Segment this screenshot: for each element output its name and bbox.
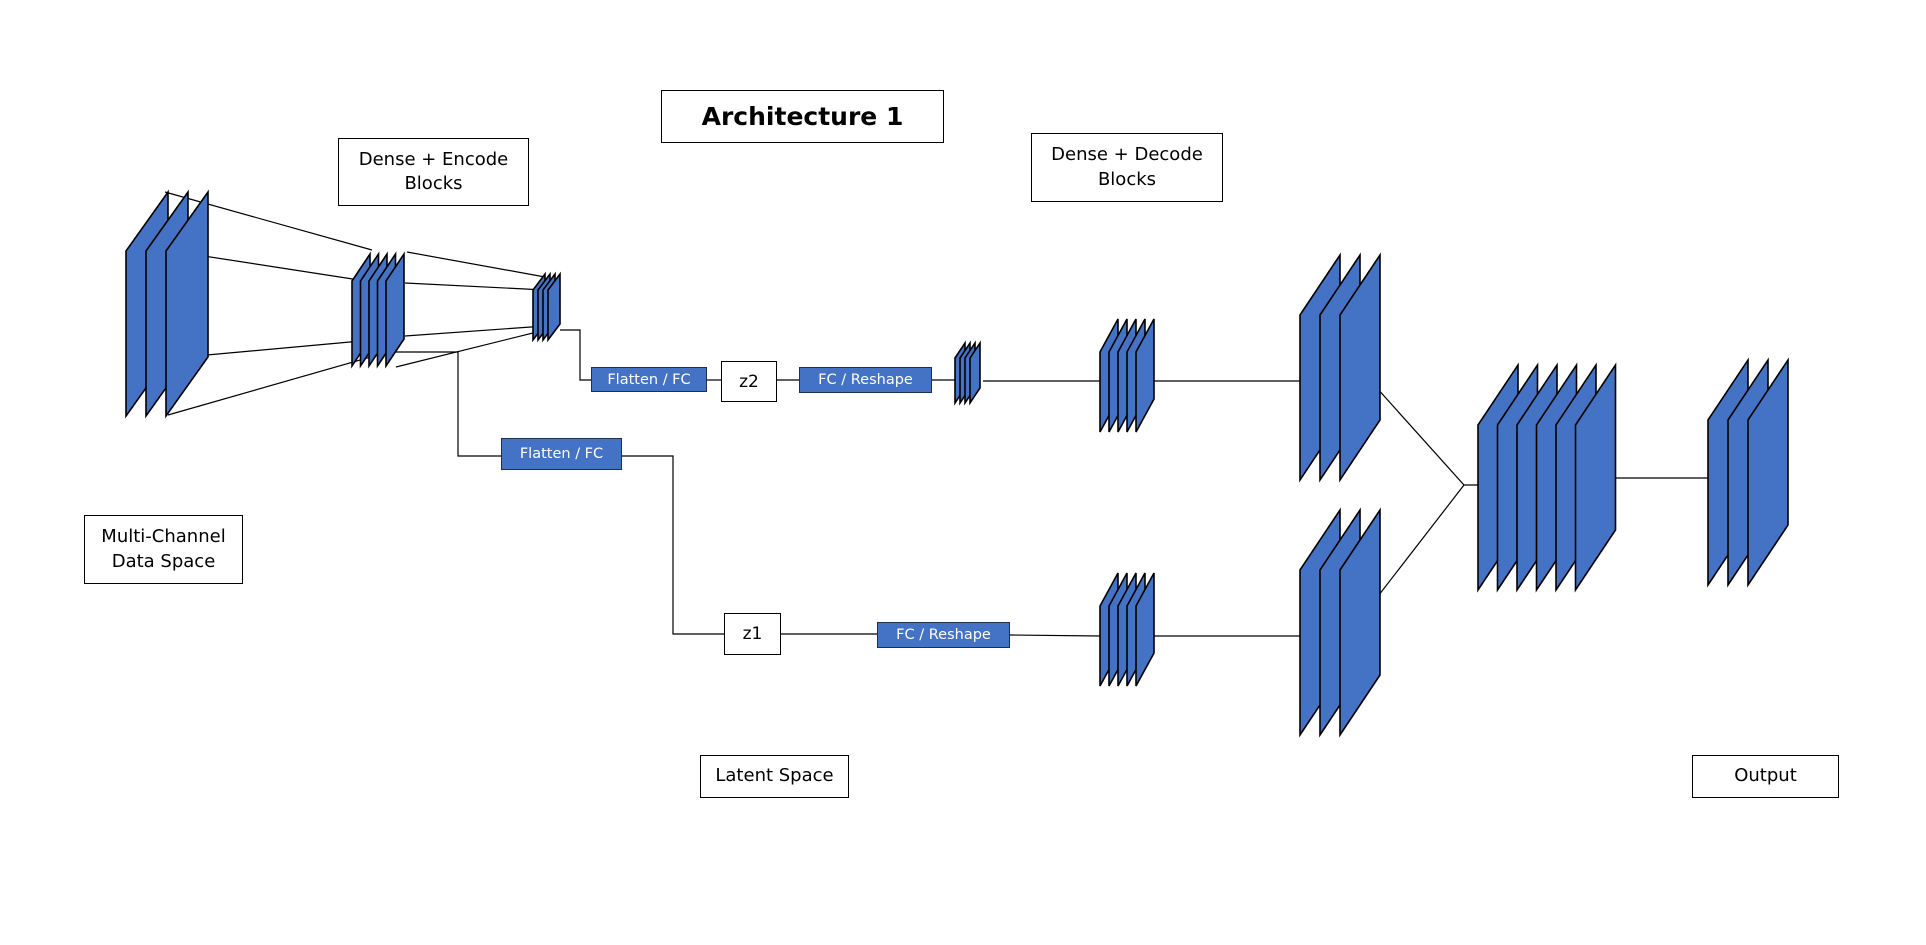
decode-blocks-label: Dense + Decode Blocks — [1031, 133, 1223, 202]
layer-stacks — [125, 189, 1789, 738]
funnel-line — [164, 191, 373, 251]
upsample-stack-bottom-layer — [1339, 507, 1381, 738]
funnel-line — [406, 251, 546, 278]
decoder-stack-bottom — [1099, 572, 1155, 687]
latent-space-label: Latent Space — [700, 755, 849, 798]
funnel-line — [404, 325, 546, 337]
latent-z2: z2 — [721, 361, 777, 402]
connector-line — [1009, 634, 1101, 637]
flatten-fc-top: Flatten / FC — [591, 367, 707, 392]
output-stack — [1707, 357, 1789, 588]
encoder-stack-2-layer — [547, 271, 561, 343]
output-stack-layer — [1747, 357, 1789, 588]
connection-lines — [164, 191, 1708, 637]
encoder-stack-1-layer — [385, 251, 405, 369]
funnel-line — [395, 329, 546, 368]
input-data-space-label: Multi-Channel Data Space — [84, 515, 243, 584]
funnel-line — [404, 282, 546, 291]
encode-blocks-label: Dense + Encode Blocks — [338, 138, 529, 206]
input-stack — [125, 189, 209, 419]
fc-reshape-bottom: FC / Reshape — [877, 622, 1010, 648]
upsample-stack-top-layer — [1339, 252, 1381, 483]
connector-line — [622, 455, 724, 635]
output-label: Output — [1692, 755, 1839, 798]
decoder-stack-top — [1099, 318, 1155, 433]
fc-reshape-top: FC / Reshape — [799, 367, 932, 393]
diagram-title: Architecture 1 — [661, 90, 944, 143]
upsample-stack-bottom — [1299, 507, 1381, 738]
upsample-stack-top — [1299, 252, 1381, 483]
flatten-fc-bottom: Flatten / FC — [501, 438, 622, 470]
encoder-stack-1 — [351, 251, 405, 369]
encoder-stack-2 — [532, 271, 561, 343]
input-stack-layer — [165, 189, 209, 419]
connector-line — [396, 351, 501, 457]
merge-stack — [1477, 362, 1617, 593]
decoder-entry-top-layer — [969, 340, 981, 406]
merge-stack-layer — [1574, 362, 1617, 593]
funnel-line — [206, 339, 373, 356]
decoder-stack-top-layer — [1135, 318, 1155, 433]
decoder-entry-top — [954, 340, 981, 406]
decoder-stack-bottom-layer — [1135, 572, 1155, 687]
connector-line — [560, 329, 591, 381]
latent-z1: z1 — [724, 613, 781, 655]
